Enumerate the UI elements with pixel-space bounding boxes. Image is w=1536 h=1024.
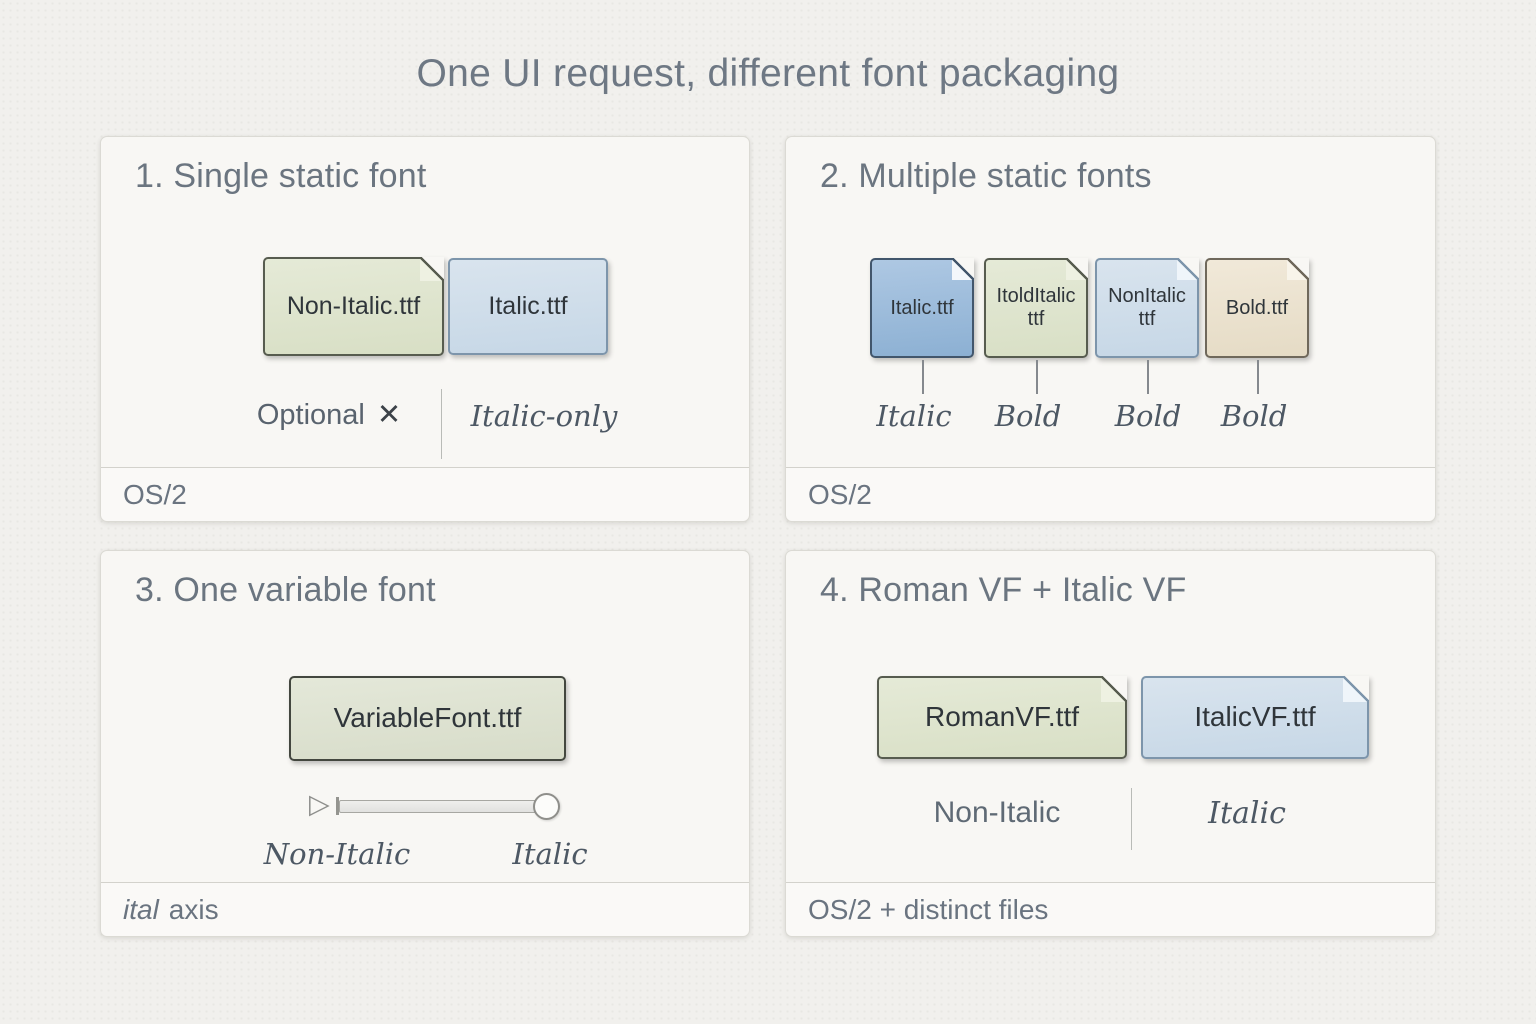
label-italic: Italic [1208, 796, 1286, 831]
file-italic-ttf: Italic.ttf [870, 258, 974, 358]
file-bold-ttf: Bold.ttf [1205, 258, 1309, 358]
panel-4-footer: OS/2 + distinct files [786, 882, 1435, 936]
panel-multiple-static-fonts: 2. Multiple static fonts Italic.ttf Itol… [785, 136, 1436, 522]
file-non-italic-ttf-label: Non-Italic.ttf [286, 292, 421, 321]
file-bolditalic-ttf-label: ItoldItalic ttf [996, 285, 1076, 330]
panel-2-footer-label: OS/2 [808, 478, 872, 510]
file-bolditalic-ttf: ItoldItalic ttf [984, 258, 1088, 358]
panel-roman-vf-plus-italic-vf: 4. Roman VF + Italic VF RomanVF.ttf Ital… [785, 550, 1436, 937]
file-variablefont-ttf-label: VariableFont.ttf [333, 702, 522, 734]
file-bold-ttf-label: Bold.ttf [1225, 296, 1289, 319]
panel-2-footer: OS/2 [786, 467, 1435, 521]
x-icon: ✕ [376, 397, 402, 431]
caption-optional: Optional ✕ [257, 397, 401, 432]
style-label-bold: Bold [1114, 399, 1182, 433]
connector-line [922, 360, 924, 394]
vertical-divider [441, 389, 442, 459]
style-label-bold: Bold [1220, 399, 1288, 433]
slider-track-start-cap [336, 797, 339, 815]
panel-one-variable-font: 3. One variable font VariableFont.ttf ▷ … [100, 550, 750, 937]
file-italicvf-ttf-label: ItalicVF.ttf [1194, 701, 1316, 733]
slider-label-non-italic: Non-Italic [263, 837, 411, 871]
slider-label-italic: Italic [512, 837, 588, 871]
panel-3-footer: ital axis [101, 882, 749, 936]
panel-2-heading: 2. Multiple static fonts [820, 157, 1152, 195]
file-italic-ttf-label: Italic.ttf [890, 296, 954, 319]
file-romanvf-ttf: RomanVF.ttf [877, 676, 1127, 759]
panel-3-heading: 3. One variable font [135, 571, 436, 609]
ital-axis-slider-knob[interactable] [533, 793, 560, 820]
label-non-italic: Non-Italic [933, 796, 1061, 829]
file-italicvf-ttf: ItalicVF.ttf [1141, 676, 1369, 759]
caption-italic-only: Italic-only [470, 399, 618, 433]
panel-1-footer-label: OS/2 [123, 478, 187, 510]
page-title: One UI request, different font packaging [416, 52, 1120, 95]
panel-single-static-font: 1. Single static font Non-Italic.ttf Ita… [100, 136, 750, 522]
panel-4-heading: 4. Roman VF + Italic VF [820, 571, 1187, 609]
panels-grid: 1. Single static font Non-Italic.ttf Ita… [100, 136, 1436, 937]
connector-line [1147, 360, 1149, 394]
style-label-italic: Italic [876, 399, 952, 433]
file-non-italic-ttf: Non-Italic.ttf [263, 257, 444, 356]
vertical-divider [1131, 788, 1132, 850]
file-nonitalic-ttf: NonItalic ttf [1095, 258, 1199, 358]
style-label-bold: Bold [994, 399, 1062, 433]
file-romanvf-ttf-label: RomanVF.ttf [924, 701, 1080, 733]
file-nonitalic-ttf-label: NonItalic ttf [1108, 285, 1186, 330]
file-italic-ttf-label: Italic.ttf [488, 292, 568, 321]
panel-4-footer-label: OS/2 + distinct files [808, 893, 1049, 925]
ital-axis-tag: ital [123, 893, 159, 925]
file-variablefont-ttf: VariableFont.ttf [289, 676, 566, 761]
axis-word: axis [168, 893, 219, 925]
ital-axis-slider-track [339, 800, 548, 813]
panel-1-footer: OS/2 [101, 467, 749, 521]
connector-line [1257, 360, 1259, 394]
file-italic-ttf: Italic.ttf [448, 258, 608, 355]
connector-line [1036, 360, 1038, 394]
panel-1-heading: 1. Single static font [135, 157, 427, 195]
slider-pointer-icon: ▷ [309, 789, 330, 820]
optional-label: Optional [256, 399, 365, 431]
